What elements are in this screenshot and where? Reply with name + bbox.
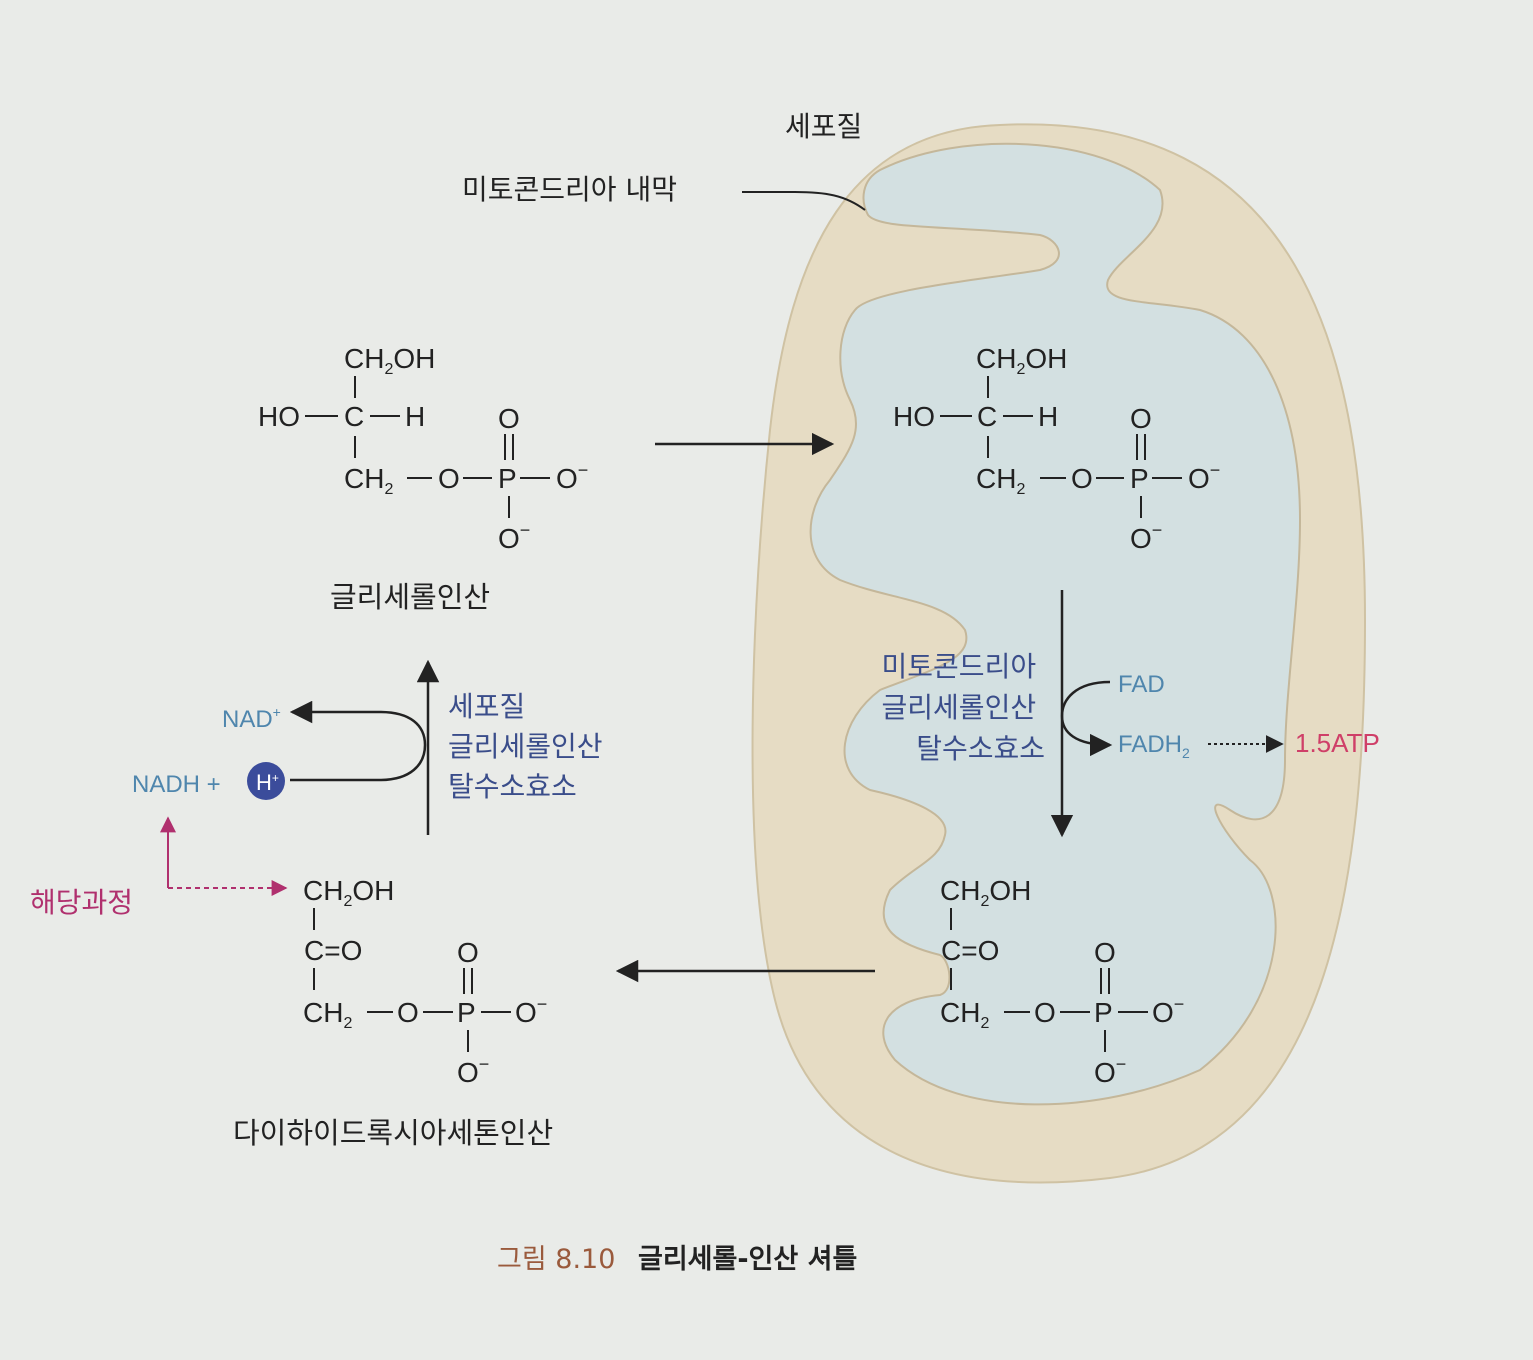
- h-ion-circle: [247, 762, 285, 800]
- svg-text:O: O: [1130, 403, 1152, 434]
- glycolysis-label: 해당과정: [30, 886, 133, 919]
- caption-number: 그림 8.10: [497, 1244, 615, 1275]
- svg-text:CH2OH: CH2OH: [303, 875, 394, 910]
- nad-plus-label: NAD+: [222, 704, 281, 733]
- svg-text:O: O: [457, 937, 479, 968]
- caption-title: 글리세롤-인산 셔틀: [638, 1244, 857, 1275]
- svg-text:CH2OH: CH2OH: [976, 343, 1067, 378]
- svg-text:O: O: [1071, 463, 1093, 494]
- svg-text:C: C: [344, 401, 364, 432]
- svg-text:C=O: C=O: [304, 935, 362, 966]
- svg-text:O−: O−: [556, 460, 588, 494]
- svg-text:CH2: CH2: [976, 463, 1025, 498]
- inner-membrane-label: 미토콘드리아 내막: [462, 173, 677, 206]
- svg-text:O−: O−: [515, 994, 547, 1028]
- svg-text:P: P: [1130, 463, 1149, 494]
- h-ion-label: H+: [256, 770, 279, 795]
- svg-text:O−: O−: [457, 1054, 489, 1088]
- svg-text:H: H: [1038, 401, 1058, 432]
- figure-caption: 그림 8.10 글리세롤-인산 셔틀: [497, 1244, 857, 1275]
- svg-text:CH2OH: CH2OH: [940, 875, 1031, 910]
- svg-text:HO: HO: [258, 401, 300, 432]
- svg-text:HO: HO: [893, 401, 935, 432]
- svg-text:P: P: [457, 997, 476, 1028]
- svg-text:O: O: [397, 997, 419, 1028]
- glycerol-3-phosphate-mitochondrion: CH2OH HO C H CH2 O P O O− O−: [893, 343, 1220, 554]
- svg-text:P: P: [498, 463, 517, 494]
- mitochondrial-matrix: [809, 142, 1302, 1106]
- svg-text:C=O: C=O: [941, 935, 999, 966]
- svg-text:O: O: [438, 463, 460, 494]
- cytosol-label-top: 세포질: [785, 110, 862, 143]
- cyto-enzyme-label: 세포질 글리세롤인산 탈수소효소: [448, 690, 611, 803]
- fadh2-label: FADH2: [1118, 731, 1190, 761]
- inner-membrane-leader-line: [742, 191, 866, 211]
- svg-text:O−: O−: [1188, 460, 1220, 494]
- svg-text:O: O: [1034, 997, 1056, 1028]
- svg-text:C: C: [977, 401, 997, 432]
- dhap-name-label: 다이하이드록시아세톤인산: [233, 1116, 553, 1150]
- svg-text:O−: O−: [1152, 994, 1184, 1028]
- svg-text:O−: O−: [498, 520, 530, 554]
- svg-text:O: O: [498, 403, 520, 434]
- fad-label: FAD: [1118, 671, 1165, 698]
- nadh-curve-arrow: [289, 700, 427, 782]
- svg-text:CH2OH: CH2OH: [344, 343, 435, 378]
- nadh-label: NADH +: [132, 771, 221, 798]
- svg-text:O−: O−: [1130, 520, 1162, 554]
- svg-text:P: P: [1094, 997, 1113, 1028]
- mito-enzyme-label: 미토콘드리아 글리세롤인산 탈수소효소: [882, 650, 1045, 765]
- dhap-mitochondrion: CH2OH C=O CH2 O P O O− O−: [940, 875, 1184, 1088]
- svg-text:O: O: [1094, 937, 1116, 968]
- glycerol-3-phosphate-cytosol: CH2OH HO C H CH2 O P O O− O−: [258, 343, 588, 554]
- fad-curve-arrow: [1060, 680, 1113, 757]
- atp-label: 1.5ATP: [1295, 728, 1380, 758]
- svg-text:CH2: CH2: [344, 463, 393, 498]
- svg-text:O−: O−: [1094, 1054, 1126, 1088]
- g3p-name-label: 글리세롤인산: [330, 580, 490, 614]
- dhap-cytosol: CH2OH C=O CH2 O P O O− O−: [303, 875, 547, 1088]
- svg-text:CH2: CH2: [303, 997, 352, 1032]
- svg-text:H: H: [405, 401, 425, 432]
- svg-text:CH2: CH2: [940, 997, 989, 1032]
